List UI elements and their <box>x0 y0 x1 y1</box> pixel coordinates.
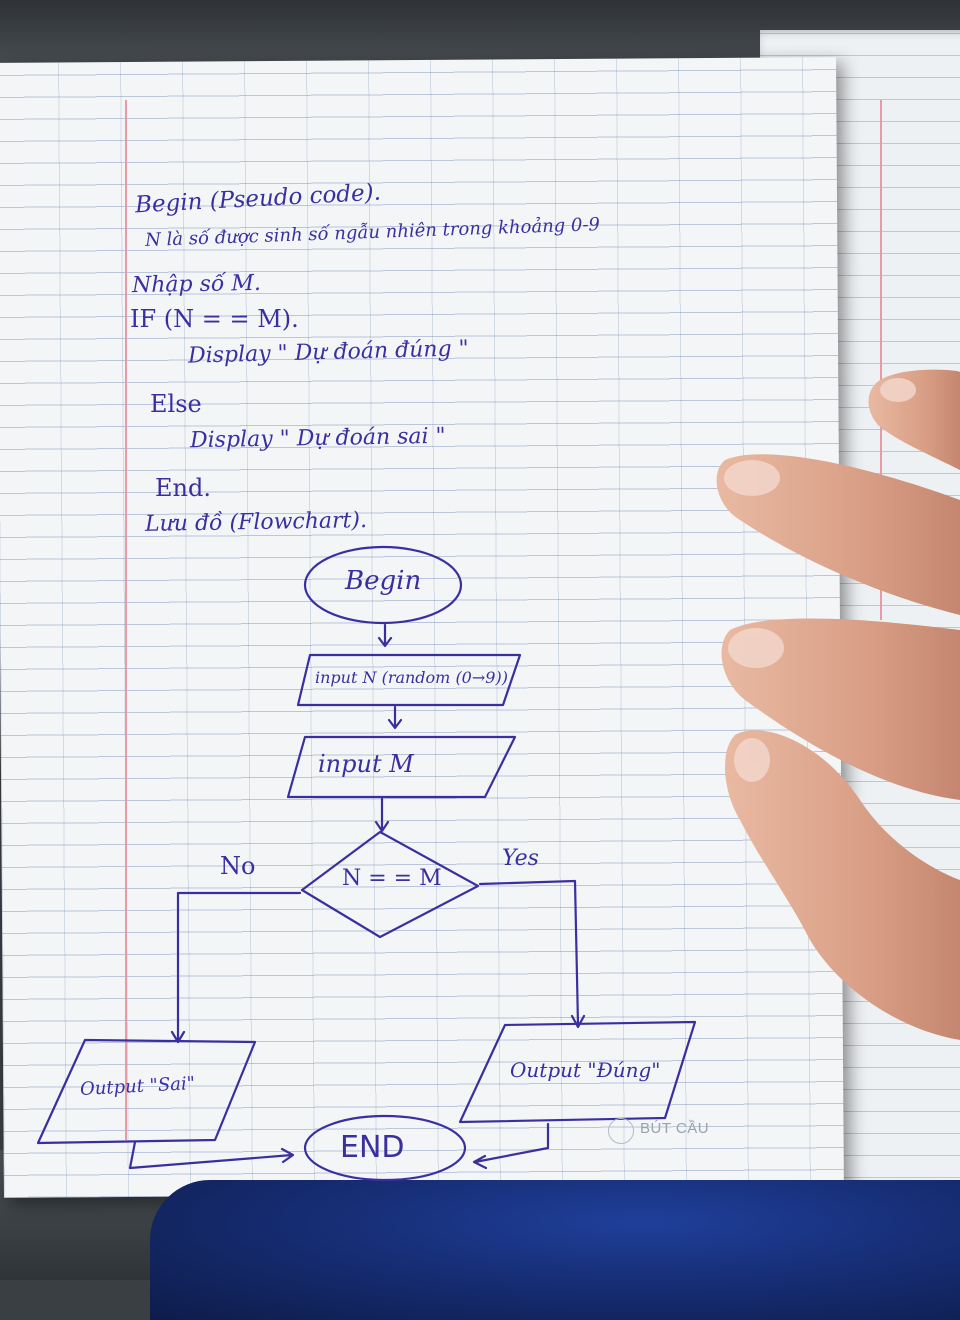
right-page-margin-line <box>880 100 882 620</box>
flowchart-input-n-label: input N (random (0→9)) <box>315 668 508 687</box>
arrow-wrong-to-end <box>128 1140 295 1170</box>
yes-branch-line <box>478 879 586 1029</box>
flowchart-begin-label: Begin <box>345 566 422 596</box>
decision-diamond <box>300 830 480 939</box>
flowchart-decision-label: N = = M <box>342 866 442 891</box>
input-n-parallelogram <box>296 653 522 707</box>
pseudocode-line-3: IF (N = = M). <box>130 305 299 333</box>
flowchart-diagram <box>36 545 697 1182</box>
pseudocode-line-5: Else <box>150 390 202 418</box>
pseudocode-line-7: End. <box>155 474 211 502</box>
output-right-parallelogram <box>458 1020 697 1124</box>
arrow-begin-to-input-n <box>377 623 393 648</box>
flowchart-yes-label: Yes <box>502 846 539 871</box>
notebook-brand: BÚT CẦU <box>640 1120 710 1137</box>
flowchart-end-label: END <box>340 1130 405 1165</box>
input-m-parallelogram <box>286 735 517 799</box>
left-page-margin-line <box>125 100 127 1140</box>
flowchart-output-right-label: Output "Đúng" <box>510 1058 661 1082</box>
flowchart-no-label: No <box>220 852 256 880</box>
end-terminator <box>303 1114 467 1182</box>
flowchart-input-m-label: input M <box>318 750 414 778</box>
hand-fingers <box>716 369 960 1040</box>
begin-terminator <box>303 545 463 625</box>
brand-logo <box>608 1118 634 1144</box>
arrow-right-to-end <box>472 1122 550 1170</box>
arrow-input-m-to-decision <box>374 796 390 833</box>
output-wrong-parallelogram <box>36 1038 257 1145</box>
arrow-input-n-to-input-m <box>387 705 403 730</box>
